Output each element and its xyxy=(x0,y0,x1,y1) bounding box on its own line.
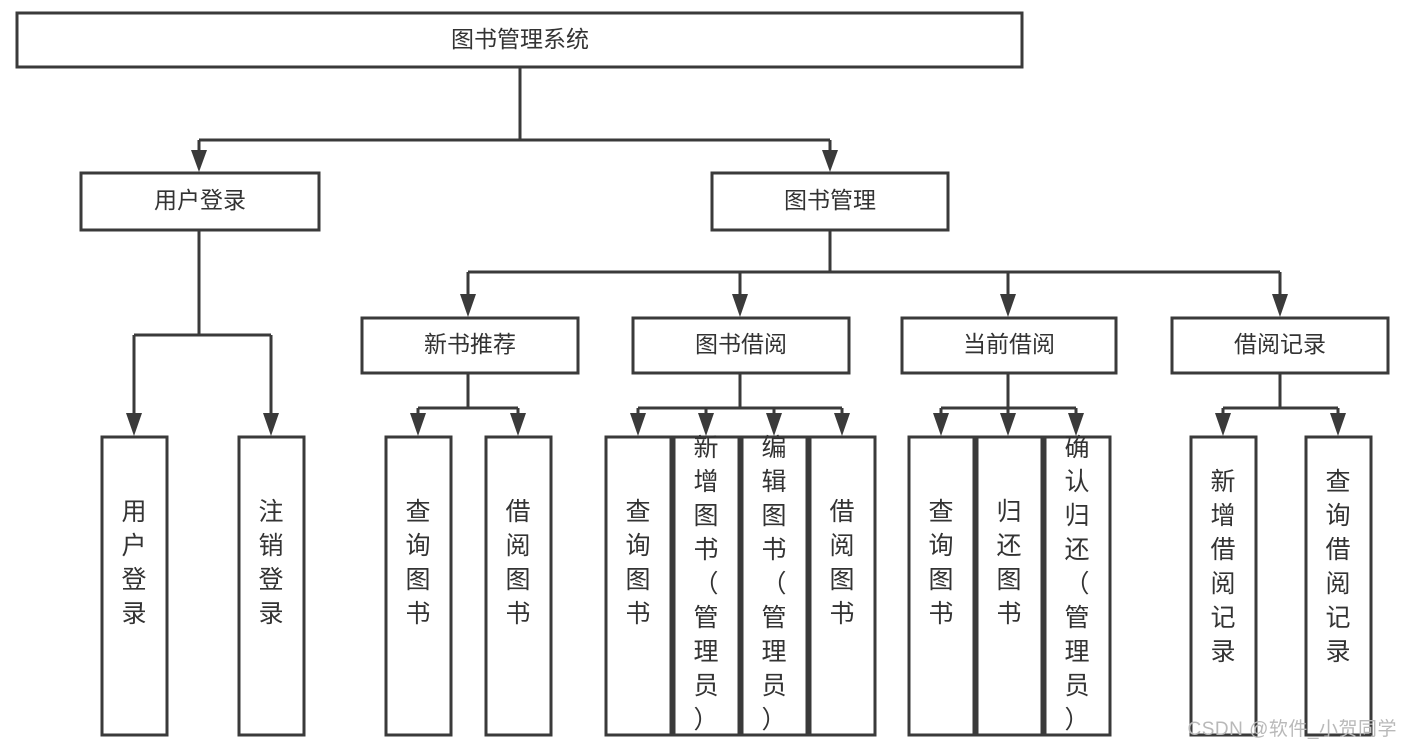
connector-group-book-mgmt xyxy=(460,231,1288,317)
node-book-management-label: 图书管理 xyxy=(784,187,876,213)
node-book-borrow[interactable]: 图书借阅 xyxy=(631,316,851,375)
leaf-node-new-book-1[interactable]: 查询图书 xyxy=(384,435,453,737)
leaf-box xyxy=(740,435,809,737)
node-user-login-box xyxy=(79,171,321,232)
leaf-box xyxy=(604,435,673,737)
node-root-system[interactable]: 图书管理系统 xyxy=(15,11,1024,69)
arrowhead-login-c2 xyxy=(263,413,279,436)
leaf-label-query-book: 查询图书 xyxy=(405,498,430,628)
node-new-book-recommend-label: 新书推荐 xyxy=(424,331,516,357)
node-current-borrow-label: 当前借阅 xyxy=(963,331,1055,357)
node-borrow-record-box xyxy=(1170,316,1390,375)
leaf-node-current-borrow-2[interactable]: 归还图书 xyxy=(975,435,1044,737)
leaf-label-add-borrow-record: 新增借阅记录 xyxy=(1210,468,1235,666)
connector-group-user-login xyxy=(126,231,279,436)
arrowhead-br-c1 xyxy=(1215,413,1231,436)
leaf-label-borrow-book: 借阅图书 xyxy=(829,498,854,628)
node-user-login-label: 用户登录 xyxy=(154,187,246,213)
connector-group-current-borrow xyxy=(933,374,1084,436)
leaf-box xyxy=(484,435,553,737)
leaf-label-borrow-book: 借阅图书 xyxy=(505,498,530,628)
node-borrow-record[interactable]: 借阅记录 xyxy=(1170,316,1390,375)
node-current-borrow-box xyxy=(900,316,1118,375)
arrowhead-bm-c2 xyxy=(732,294,748,317)
arrowhead-bb-c2 xyxy=(698,413,714,436)
leaf-node-current-borrow-3[interactable]: 确认归还（管理员） xyxy=(1043,434,1112,737)
leaf-node-user-login-2[interactable]: 注销登录 xyxy=(237,435,306,737)
leaf-label-edit-book-admin: 编辑图书（管理员） xyxy=(761,434,786,734)
node-current-borrow[interactable]: 当前借阅 xyxy=(900,316,1118,375)
arrowhead-cb-c2 xyxy=(1000,413,1016,436)
arrowhead-nb-c1 xyxy=(410,413,426,436)
leaf-label-query-book: 查询图书 xyxy=(625,498,650,628)
leaf-box xyxy=(1043,435,1112,737)
leaf-label-query-book: 查询图书 xyxy=(928,498,953,628)
leaf-label-query-borrow-record: 查询借阅记录 xyxy=(1325,468,1350,666)
node-root-box xyxy=(15,11,1024,69)
leaf-node-book-borrow-1[interactable]: 查询图书 xyxy=(604,435,673,737)
leaf-box xyxy=(1304,435,1373,737)
arrowhead-bb-c4 xyxy=(834,413,850,436)
arrowhead-bb-c1 xyxy=(630,413,646,436)
leaf-box xyxy=(100,435,169,737)
arrowhead-nb-c2 xyxy=(510,413,526,436)
arrowhead-root-to-login xyxy=(191,150,207,172)
leaf-label-user-login: 用户登录 xyxy=(121,498,146,628)
leaf-node-book-borrow-3[interactable]: 编辑图书（管理员） xyxy=(740,434,809,737)
leaf-box xyxy=(907,435,976,737)
node-borrow-record-label: 借阅记录 xyxy=(1234,331,1326,357)
node-new-book-recommend[interactable]: 新书推荐 xyxy=(360,316,580,375)
node-book-borrow-box xyxy=(631,316,851,375)
node-book-management[interactable]: 图书管理 xyxy=(710,171,950,232)
leaf-label-logout: 注销登录 xyxy=(258,498,283,628)
leaf-label-add-book-admin: 新增图书（管理员） xyxy=(693,434,718,734)
arrowhead-cb-c3 xyxy=(1068,413,1084,436)
node-book-management-box xyxy=(710,171,950,232)
leaf-node-book-borrow-4[interactable]: 借阅图书 xyxy=(808,435,877,737)
leaf-box xyxy=(975,435,1044,737)
leaf-label-confirm-return-admin: 确认归还（管理员） xyxy=(1064,434,1089,734)
leaf-node-borrow-record-2[interactable]: 查询借阅记录 xyxy=(1304,435,1373,737)
leaf-node-new-book-2[interactable]: 借阅图书 xyxy=(484,435,553,737)
arrowhead-bb-c3 xyxy=(766,413,782,436)
arrowhead-root-to-bookmgmt xyxy=(822,150,838,172)
leaf-node-user-login-1[interactable]: 用户登录 xyxy=(100,435,169,737)
connector-group-borrow-record xyxy=(1215,374,1346,436)
watermark-text: CSDN @软件_小贺同学 xyxy=(1187,719,1397,740)
leaf-box xyxy=(808,435,877,737)
leaf-box xyxy=(237,435,306,737)
arrowhead-bm-c4 xyxy=(1272,294,1288,317)
arrowhead-cb-c1 xyxy=(933,413,949,436)
leaf-box xyxy=(672,435,741,737)
arrowhead-bm-c1 xyxy=(460,294,476,317)
node-new-book-recommend-box xyxy=(360,316,580,375)
arrowhead-bm-c3 xyxy=(1000,294,1016,317)
node-root-label: 图书管理系统 xyxy=(451,26,589,52)
node-user-login[interactable]: 用户登录 xyxy=(79,171,321,232)
node-book-borrow-label: 图书借阅 xyxy=(695,331,787,357)
connector-group-book-borrow xyxy=(630,374,850,436)
arrowhead-login-c1 xyxy=(126,413,142,436)
leaf-node-book-borrow-2[interactable]: 新增图书（管理员） xyxy=(672,434,741,737)
leaf-box xyxy=(1189,435,1258,737)
connector-group-new-book xyxy=(410,374,526,436)
arrowhead-br-c2 xyxy=(1330,413,1346,436)
leaf-node-current-borrow-1[interactable]: 查询图书 xyxy=(907,435,976,737)
connector-group-root xyxy=(191,67,838,172)
leaf-box xyxy=(384,435,453,737)
leaf-label-return-book: 归还图书 xyxy=(996,498,1021,628)
leaf-node-borrow-record-1[interactable]: 新增借阅记录 xyxy=(1189,435,1258,737)
